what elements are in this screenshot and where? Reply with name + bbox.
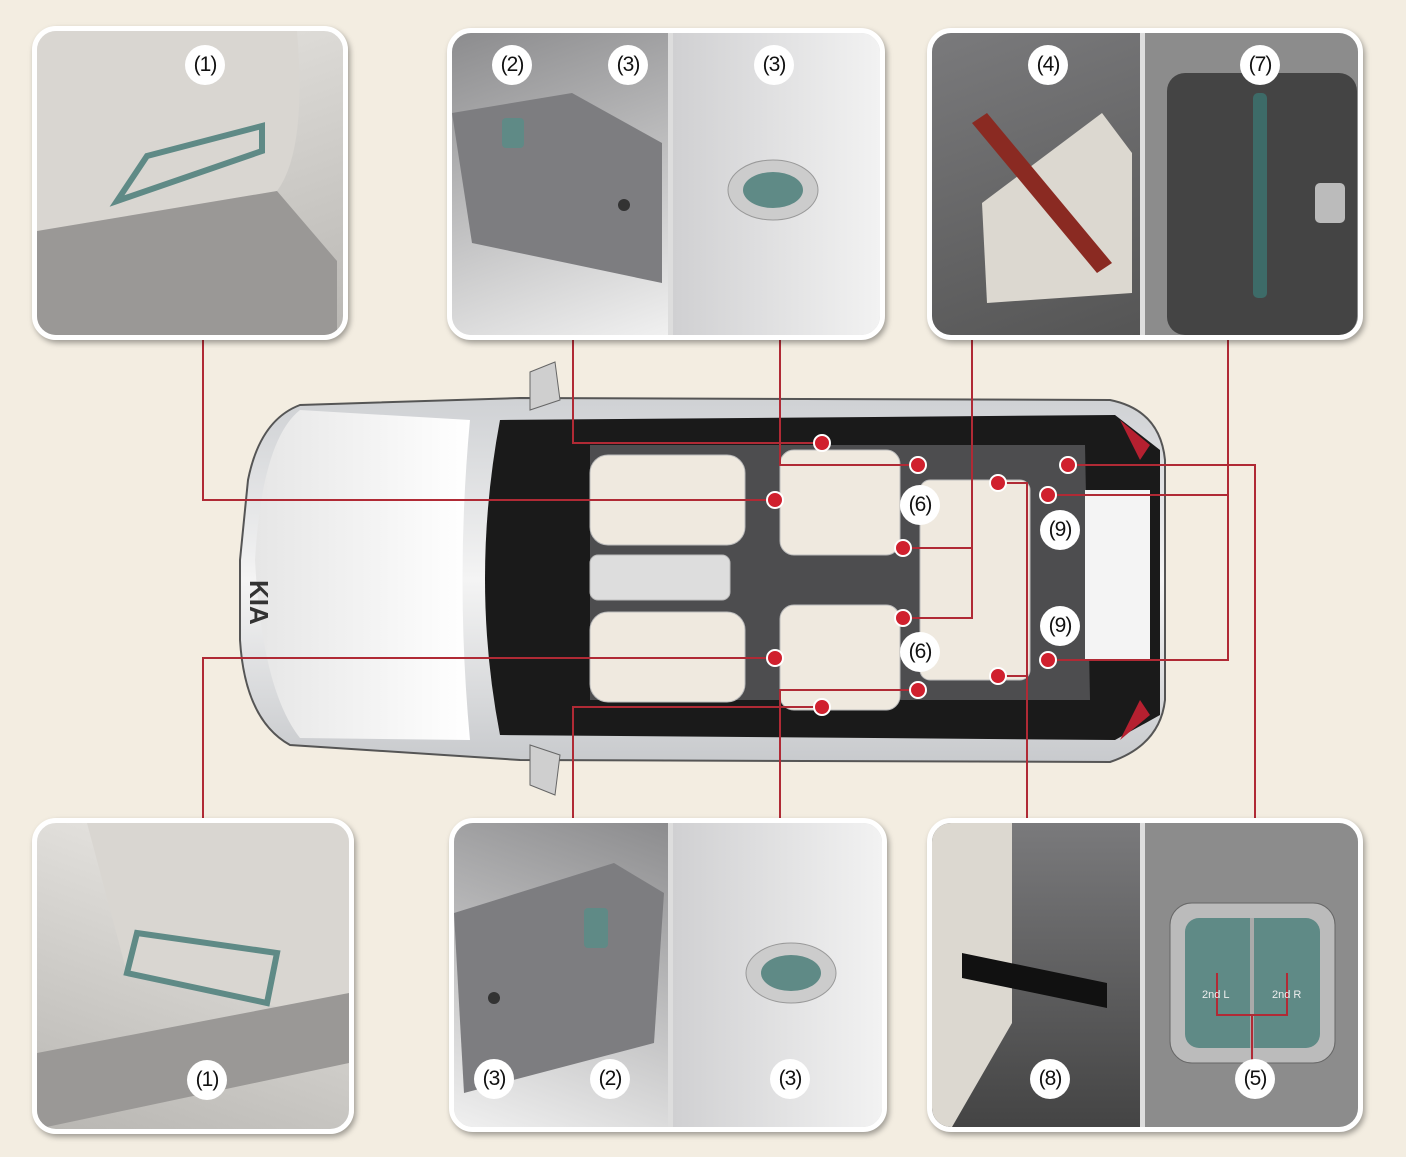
label-1: (1) (185, 45, 225, 85)
button-3 (488, 992, 500, 1004)
label-7: (7) (1240, 45, 1280, 85)
svg-text:KIA: KIA (244, 580, 274, 625)
label-1: (1) (187, 1060, 227, 1100)
label-6-right: (6) (900, 632, 940, 672)
label-8: (8) (1030, 1059, 1070, 1099)
button-3 (618, 199, 630, 211)
label-9-right: (9) (1040, 606, 1080, 646)
panel-seat-controls-right: (3) (2) (3) (449, 818, 887, 1132)
seat-switch-icon (761, 955, 821, 991)
panel-strap-and-switch: 2nd L 2nd R (8) (5) (927, 818, 1363, 1132)
seat-lever-illustration (37, 31, 337, 335)
label-3: (3) (474, 1059, 514, 1099)
panel-seat-slide-lever-right: (1) (32, 818, 354, 1134)
lever-2 (584, 908, 608, 948)
strap-4 (972, 113, 1112, 273)
panel-strap-and-trunk: (4) (7) (927, 28, 1363, 340)
seat-back-view (673, 823, 882, 1127)
label-5: (5) (1235, 1059, 1275, 1099)
strap-7 (1253, 93, 1267, 298)
seats (589, 449, 1031, 711)
panel-seat-controls-left: (2) (3) (3) (447, 28, 885, 340)
label-3: (3) (608, 45, 648, 85)
panel-seat-slide-lever-left: (1) (32, 26, 348, 340)
seat-strap-view (932, 33, 1140, 335)
label-3-back: (3) (754, 45, 794, 85)
label-9-left: (9) (1040, 510, 1080, 550)
switch-label-2nd-r: 2nd R (1272, 989, 1302, 1001)
switch-label-2nd-l: 2nd L (1202, 989, 1230, 1001)
seat-lever-illustration (37, 823, 349, 1129)
label-2: (2) (492, 45, 532, 85)
label-2: (2) (590, 1059, 630, 1099)
label-6-left: (6) (900, 485, 940, 525)
marker-dots (766, 434, 1077, 716)
leader-lines (202, 338, 1256, 820)
lever-2 (502, 118, 524, 148)
label-4: (4) (1028, 45, 1068, 85)
strap-8 (962, 953, 1107, 1008)
trunk-view (1145, 33, 1358, 335)
seat-switch-icon (743, 172, 803, 208)
switch-panel-view: 2nd L 2nd R (1145, 823, 1358, 1127)
label-3-back: (3) (770, 1059, 810, 1099)
